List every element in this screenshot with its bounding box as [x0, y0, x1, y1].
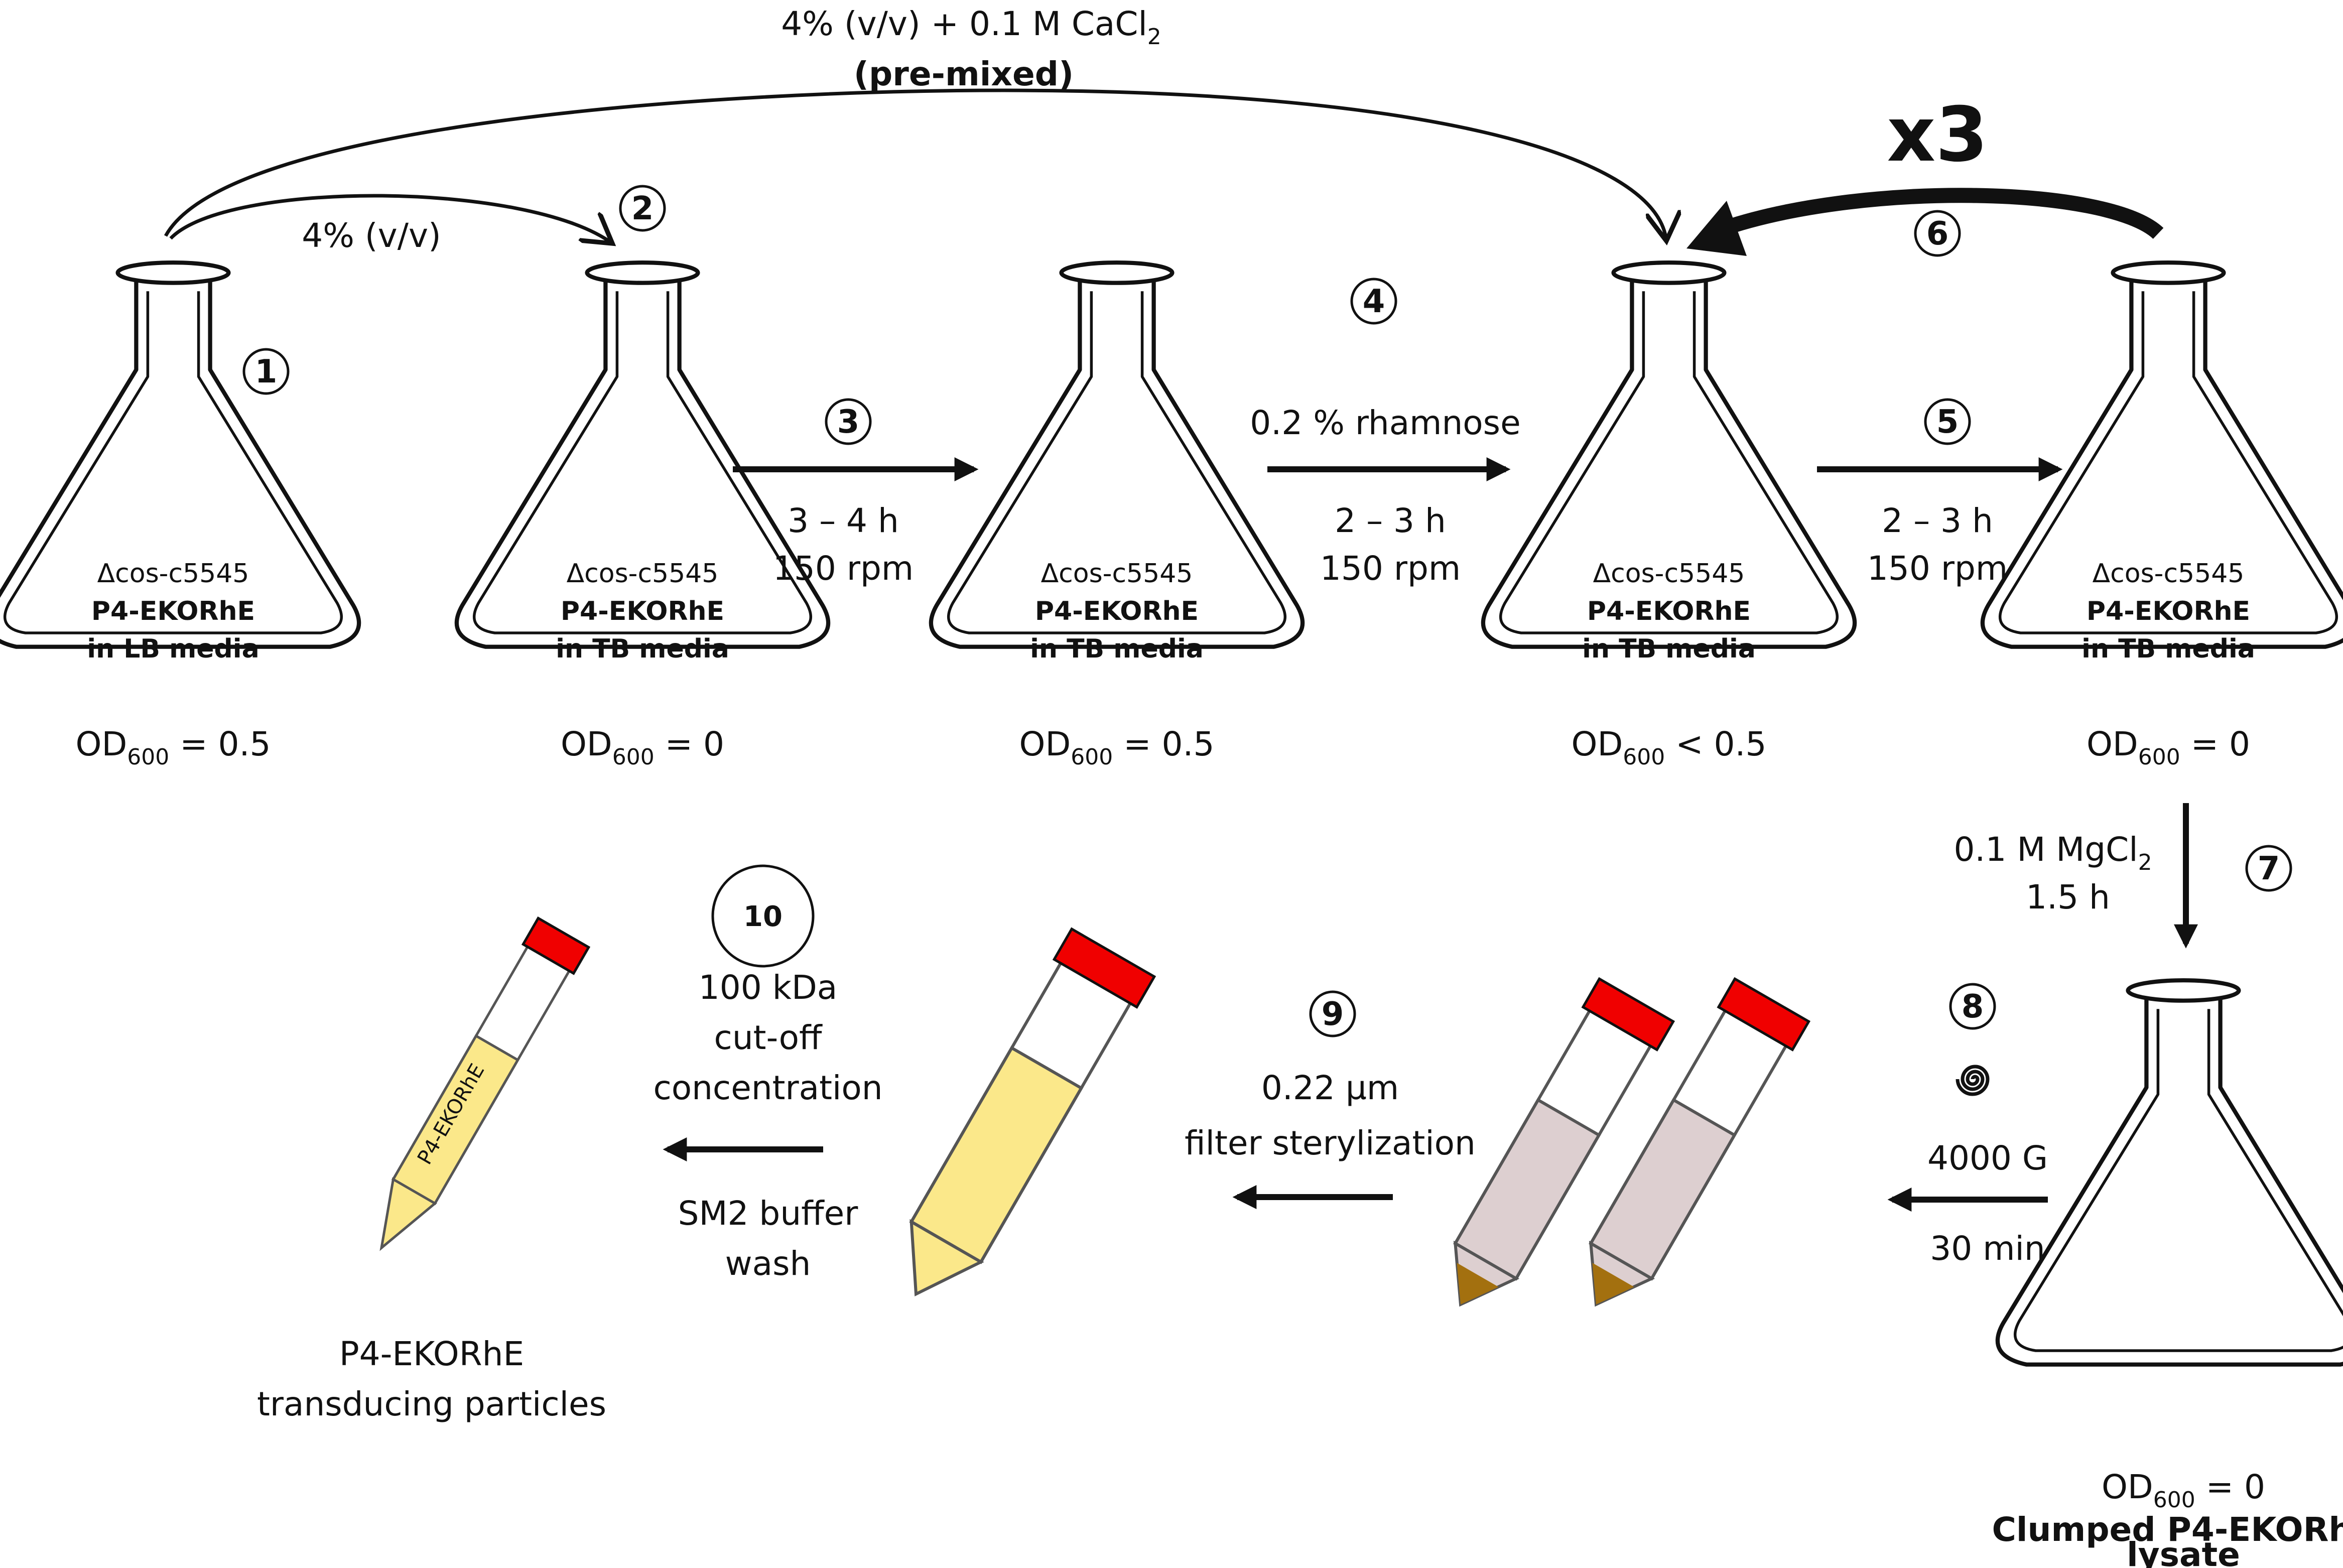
arrow7-time: 1.5 h — [2026, 878, 2110, 917]
final-tube: P4-EKORhE — [379, 916, 591, 1251]
svg-text:6: 6 — [1926, 215, 1949, 252]
arrow5-speed: 150 rpm — [1867, 549, 2008, 588]
flask-phage-label: P4-EKORhE — [2087, 596, 2250, 626]
flask-media-label: in TB media — [1030, 634, 1204, 664]
top-arc-label-2: (pre-mixed) — [854, 55, 1074, 93]
arrow4-time: 2 – 3 h — [1335, 501, 1446, 540]
arrow10-concentration: concentration — [653, 1069, 882, 1107]
svg-text:2: 2 — [631, 190, 654, 227]
lysate-flask — [1998, 980, 2343, 1364]
lysate-od: OD600 = 0 — [2102, 1468, 2265, 1513]
svg-text:10: 10 — [743, 900, 783, 933]
arrow10-wash-2: wash — [725, 1244, 811, 1283]
svg-text:4: 4 — [1363, 283, 1385, 320]
flask-od-label: OD600 < 0.5 — [1572, 725, 1767, 770]
svg-text:7: 7 — [2258, 850, 2280, 887]
flask-strain-label: Δcos-c5545 — [567, 559, 719, 589]
arrow3-time: 3 – 4 h — [788, 501, 899, 540]
flask-strain-label: Δcos-c5545 — [1593, 559, 1745, 589]
flask-od-label: OD600 = 0.5 — [76, 725, 271, 770]
top-arc — [164, 88, 1666, 241]
arrow8-time: 30 min — [1930, 1229, 2045, 1268]
arrow4-inducer: 0.2 % rhamnose — [1250, 404, 1520, 442]
svg-text:1: 1 — [255, 353, 278, 390]
flask-phage-label: P4-EKORhE — [1587, 596, 1751, 626]
filtrate-tube — [909, 927, 1156, 1296]
lysate-title: Clumped P4-EKORhE — [1992, 1510, 2343, 1549]
flask-media-label: in TB media — [1582, 634, 1756, 664]
flask-od-label: OD600 = 0.5 — [1019, 725, 1215, 770]
svg-text:8: 8 — [1962, 988, 1984, 1025]
step-8: 8 — [1949, 983, 1996, 1030]
flask-strain-label: Δcos-c5545 — [1041, 559, 1193, 589]
centrifuge-tube-1 — [1453, 977, 1675, 1307]
flask-media-label: in TB media — [556, 634, 729, 664]
final-product-2: transducing particles — [257, 1385, 606, 1423]
arrow10-cutoff: 100 kDa — [699, 968, 837, 1007]
top-arc-label: 4% (v/v) + 0.1 M CaCl2 — [781, 5, 1161, 50]
step-5: 5 — [1924, 398, 1971, 445]
step-9: 9 — [1309, 990, 1356, 1037]
small-arc-label: 4% (v/v) — [302, 216, 441, 255]
step-6: 6 — [1914, 210, 1961, 257]
arrow9-process: filter sterylization — [1185, 1124, 1476, 1162]
flask-phage-label: P4-EKORhE — [1035, 596, 1199, 626]
flask-od-label: OD600 = 0 — [2087, 725, 2250, 770]
arrow3-speed: 150 rpm — [773, 549, 914, 588]
flask-phage-label: P4-EKORhE — [561, 596, 724, 626]
step-3: 3 — [825, 398, 872, 445]
flask-media-label: in TB media — [2081, 634, 2255, 664]
arrow4-speed: 150 rpm — [1320, 549, 1461, 588]
flask-media-label: in LB media — [87, 634, 259, 664]
arrow10-wash: SM2 buffer — [678, 1194, 859, 1233]
svg-text:5: 5 — [1936, 404, 1959, 441]
small-arc — [169, 194, 612, 243]
svg-text:3: 3 — [837, 404, 860, 441]
step-7: 7 — [2245, 845, 2292, 892]
step-4: 4 — [1350, 278, 1397, 325]
step-10: 10 — [711, 864, 815, 968]
flask-od-label: OD600 = 0 — [561, 725, 724, 770]
arrow5-time: 2 – 3 h — [1882, 501, 1993, 540]
final-product: P4-EKORhE — [339, 1335, 524, 1373]
step-1: 1 — [242, 348, 290, 395]
repeat-label: x3 — [1887, 91, 1988, 179]
arrow7-reagent: 0.1 M MgCl2 — [1954, 830, 2152, 875]
lysate-title-2: lysate — [2127, 1535, 2240, 1568]
flask-strain-label: Δcos-c5545 — [97, 559, 249, 589]
svg-text:9: 9 — [1322, 996, 1344, 1033]
arrow9-filter: 0.22 µm — [1261, 1069, 1399, 1107]
spiral-icon — [1956, 1065, 1990, 1096]
centrifuge-tube-2 — [1589, 977, 1811, 1307]
arrow10-cutoff-2: cut-off — [714, 1018, 823, 1057]
flask-phage-label: P4-EKORhE — [91, 596, 255, 626]
step-2: 2 — [619, 185, 666, 232]
repeat-arrow — [1714, 188, 2164, 239]
arrow8-speed: 4000 G — [1927, 1139, 2048, 1178]
flask-strain-label: Δcos-c5545 — [2093, 559, 2245, 589]
